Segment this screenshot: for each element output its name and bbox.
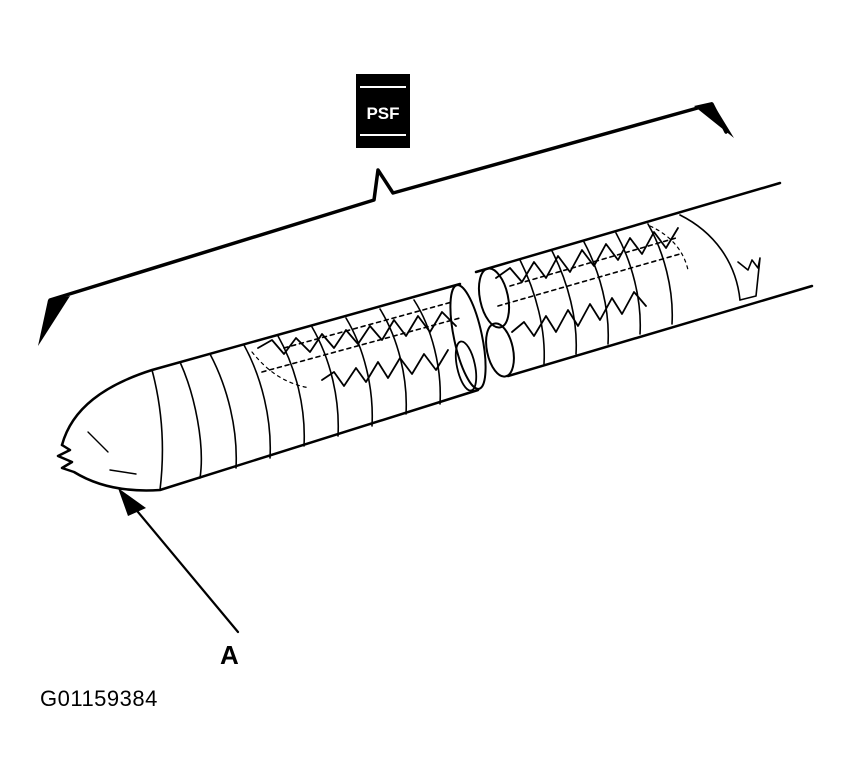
sealant-bead-left-segment [56,282,487,492]
psf-badge-label: PSF [366,104,399,123]
bracket-right-arrowhead [694,102,734,138]
bead-rings-left [151,299,442,491]
bracket-left-arrowhead [38,296,70,346]
callout-a-arrowhead [118,488,146,516]
bead-hidden-line-left [261,317,461,373]
psf-badge: PSF [356,74,410,148]
sealant-bead-right-segment [474,181,814,378]
bead-torn-end [737,257,761,301]
sealant-ridges-right [495,227,679,283]
sealant-ridges-left [257,311,457,355]
bead-hidden-line-right [497,253,681,307]
length-bracket [38,102,734,346]
figure-id: G01159384 [40,686,158,711]
callout-a: A [118,488,240,670]
callout-a-label: A [220,640,239,670]
